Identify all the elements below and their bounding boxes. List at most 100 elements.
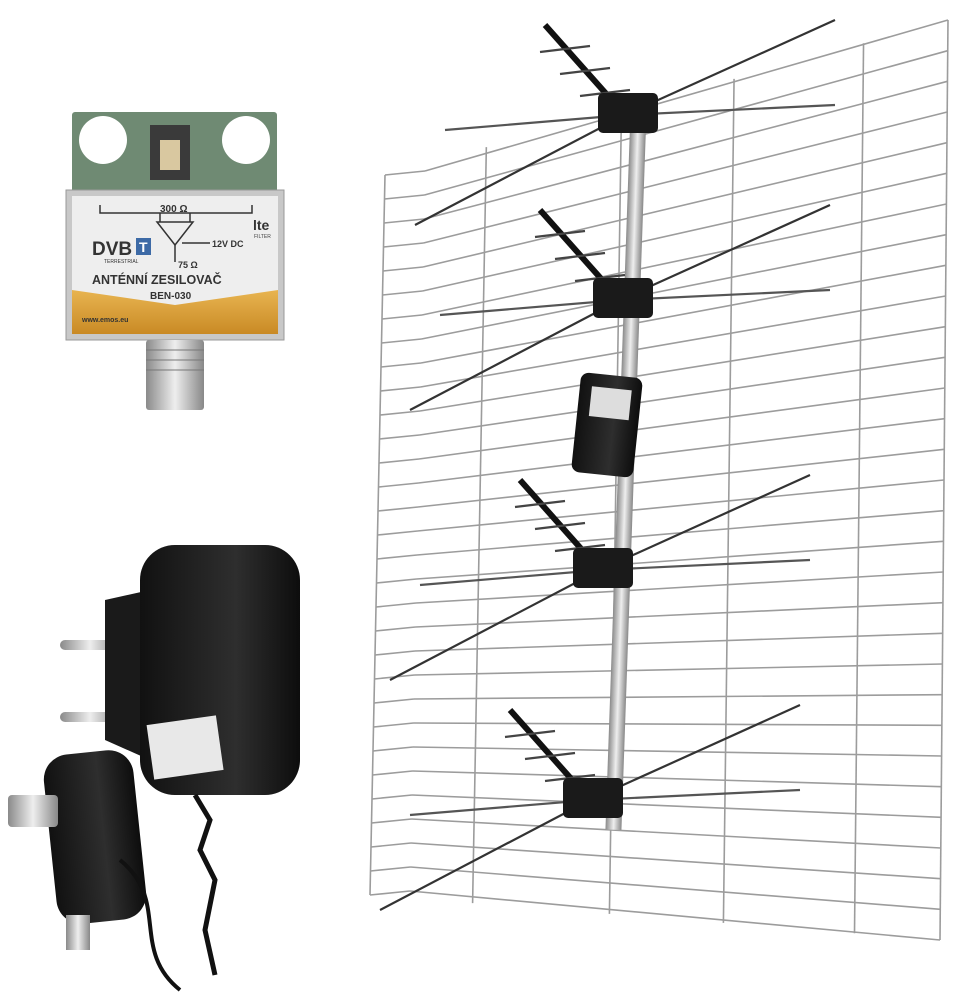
wire bbox=[384, 170, 426, 176]
antenna-preamp-box bbox=[571, 372, 643, 478]
wire bbox=[415, 601, 943, 628]
wire bbox=[589, 788, 801, 802]
wire bbox=[414, 114, 626, 226]
wire bbox=[534, 521, 586, 531]
power-text: 12V DC bbox=[212, 239, 244, 249]
power-adapter bbox=[60, 545, 300, 976]
wire bbox=[379, 434, 420, 440]
wire bbox=[422, 141, 948, 268]
wire bbox=[444, 113, 626, 132]
wire bbox=[373, 722, 414, 728]
wire bbox=[419, 568, 601, 587]
wire bbox=[382, 266, 424, 272]
dvb-logo: DVB bbox=[92, 239, 132, 260]
wire bbox=[414, 663, 943, 676]
wire bbox=[369, 174, 386, 896]
wire bbox=[419, 356, 946, 436]
impedance-out-text: 75 Ω bbox=[178, 260, 198, 270]
wire bbox=[378, 482, 419, 488]
wire bbox=[413, 722, 942, 727]
wire bbox=[410, 842, 941, 880]
wire bbox=[554, 251, 606, 261]
wire bbox=[370, 842, 412, 848]
wire bbox=[421, 233, 947, 340]
wire bbox=[534, 229, 586, 239]
wire bbox=[382, 290, 423, 296]
wire bbox=[423, 80, 948, 220]
dipole-holder bbox=[563, 778, 623, 818]
wire bbox=[421, 203, 947, 316]
wire bbox=[370, 866, 411, 872]
wire bbox=[420, 295, 946, 388]
wire bbox=[422, 172, 947, 292]
dvb-t-logo: T bbox=[139, 239, 148, 255]
wire bbox=[853, 43, 865, 934]
wire bbox=[471, 147, 488, 904]
wire bbox=[418, 387, 945, 460]
wire bbox=[409, 890, 941, 941]
wire bbox=[412, 746, 942, 757]
wire bbox=[371, 794, 413, 800]
antenna bbox=[369, 18, 949, 941]
wire bbox=[371, 818, 412, 824]
f-connector bbox=[146, 340, 204, 410]
wire bbox=[383, 218, 425, 224]
wire bbox=[418, 417, 945, 484]
wire bbox=[389, 569, 601, 681]
wire bbox=[379, 799, 591, 911]
lte-logo: lte bbox=[253, 217, 270, 233]
wire bbox=[373, 698, 415, 704]
wire bbox=[423, 111, 948, 244]
amplifier-model: BEN-030 bbox=[150, 291, 192, 302]
wire bbox=[514, 499, 566, 509]
lte-sub-text: FILTER bbox=[254, 234, 271, 240]
power-injector bbox=[8, 750, 182, 992]
wire bbox=[939, 19, 949, 941]
wire bbox=[384, 194, 425, 200]
wire bbox=[416, 540, 944, 580]
wire bbox=[439, 298, 621, 317]
wire bbox=[381, 338, 422, 344]
wire bbox=[380, 386, 421, 392]
wire bbox=[377, 506, 419, 512]
dipole-holder bbox=[573, 548, 633, 588]
wire bbox=[424, 19, 949, 172]
wire bbox=[375, 626, 416, 632]
reflector-mesh bbox=[369, 19, 949, 941]
wire bbox=[378, 458, 420, 464]
wire bbox=[413, 693, 943, 700]
wire bbox=[417, 448, 945, 508]
amplifier-title: ANTÉNNÍ ZESILOVAČ bbox=[92, 272, 222, 287]
wire bbox=[381, 314, 423, 320]
wire bbox=[377, 530, 418, 536]
wire bbox=[369, 890, 411, 896]
wire bbox=[380, 362, 422, 368]
wire bbox=[375, 602, 417, 608]
wire bbox=[374, 650, 416, 656]
wire bbox=[411, 794, 942, 819]
wire bbox=[376, 578, 417, 584]
wire bbox=[409, 299, 621, 411]
wire bbox=[412, 770, 942, 788]
wire bbox=[372, 770, 413, 776]
amplifier: 300 Ω 12V DC 75 Ω DVB T TERRESTRIAL lte … bbox=[65, 112, 285, 410]
director-elements bbox=[379, 18, 836, 911]
wire bbox=[383, 242, 424, 248]
wire bbox=[504, 729, 556, 739]
wire bbox=[420, 264, 947, 364]
wire bbox=[559, 66, 611, 76]
wire bbox=[409, 798, 591, 817]
wire bbox=[410, 866, 941, 911]
wire bbox=[599, 558, 811, 572]
wire bbox=[524, 751, 576, 761]
wire bbox=[589, 703, 801, 802]
website-text: www.emos.eu bbox=[81, 317, 128, 324]
wire bbox=[624, 103, 836, 117]
wire bbox=[414, 632, 943, 652]
wire bbox=[372, 746, 414, 752]
wire bbox=[619, 288, 831, 302]
wire bbox=[599, 473, 811, 572]
wire bbox=[415, 571, 944, 604]
wire bbox=[379, 410, 421, 416]
